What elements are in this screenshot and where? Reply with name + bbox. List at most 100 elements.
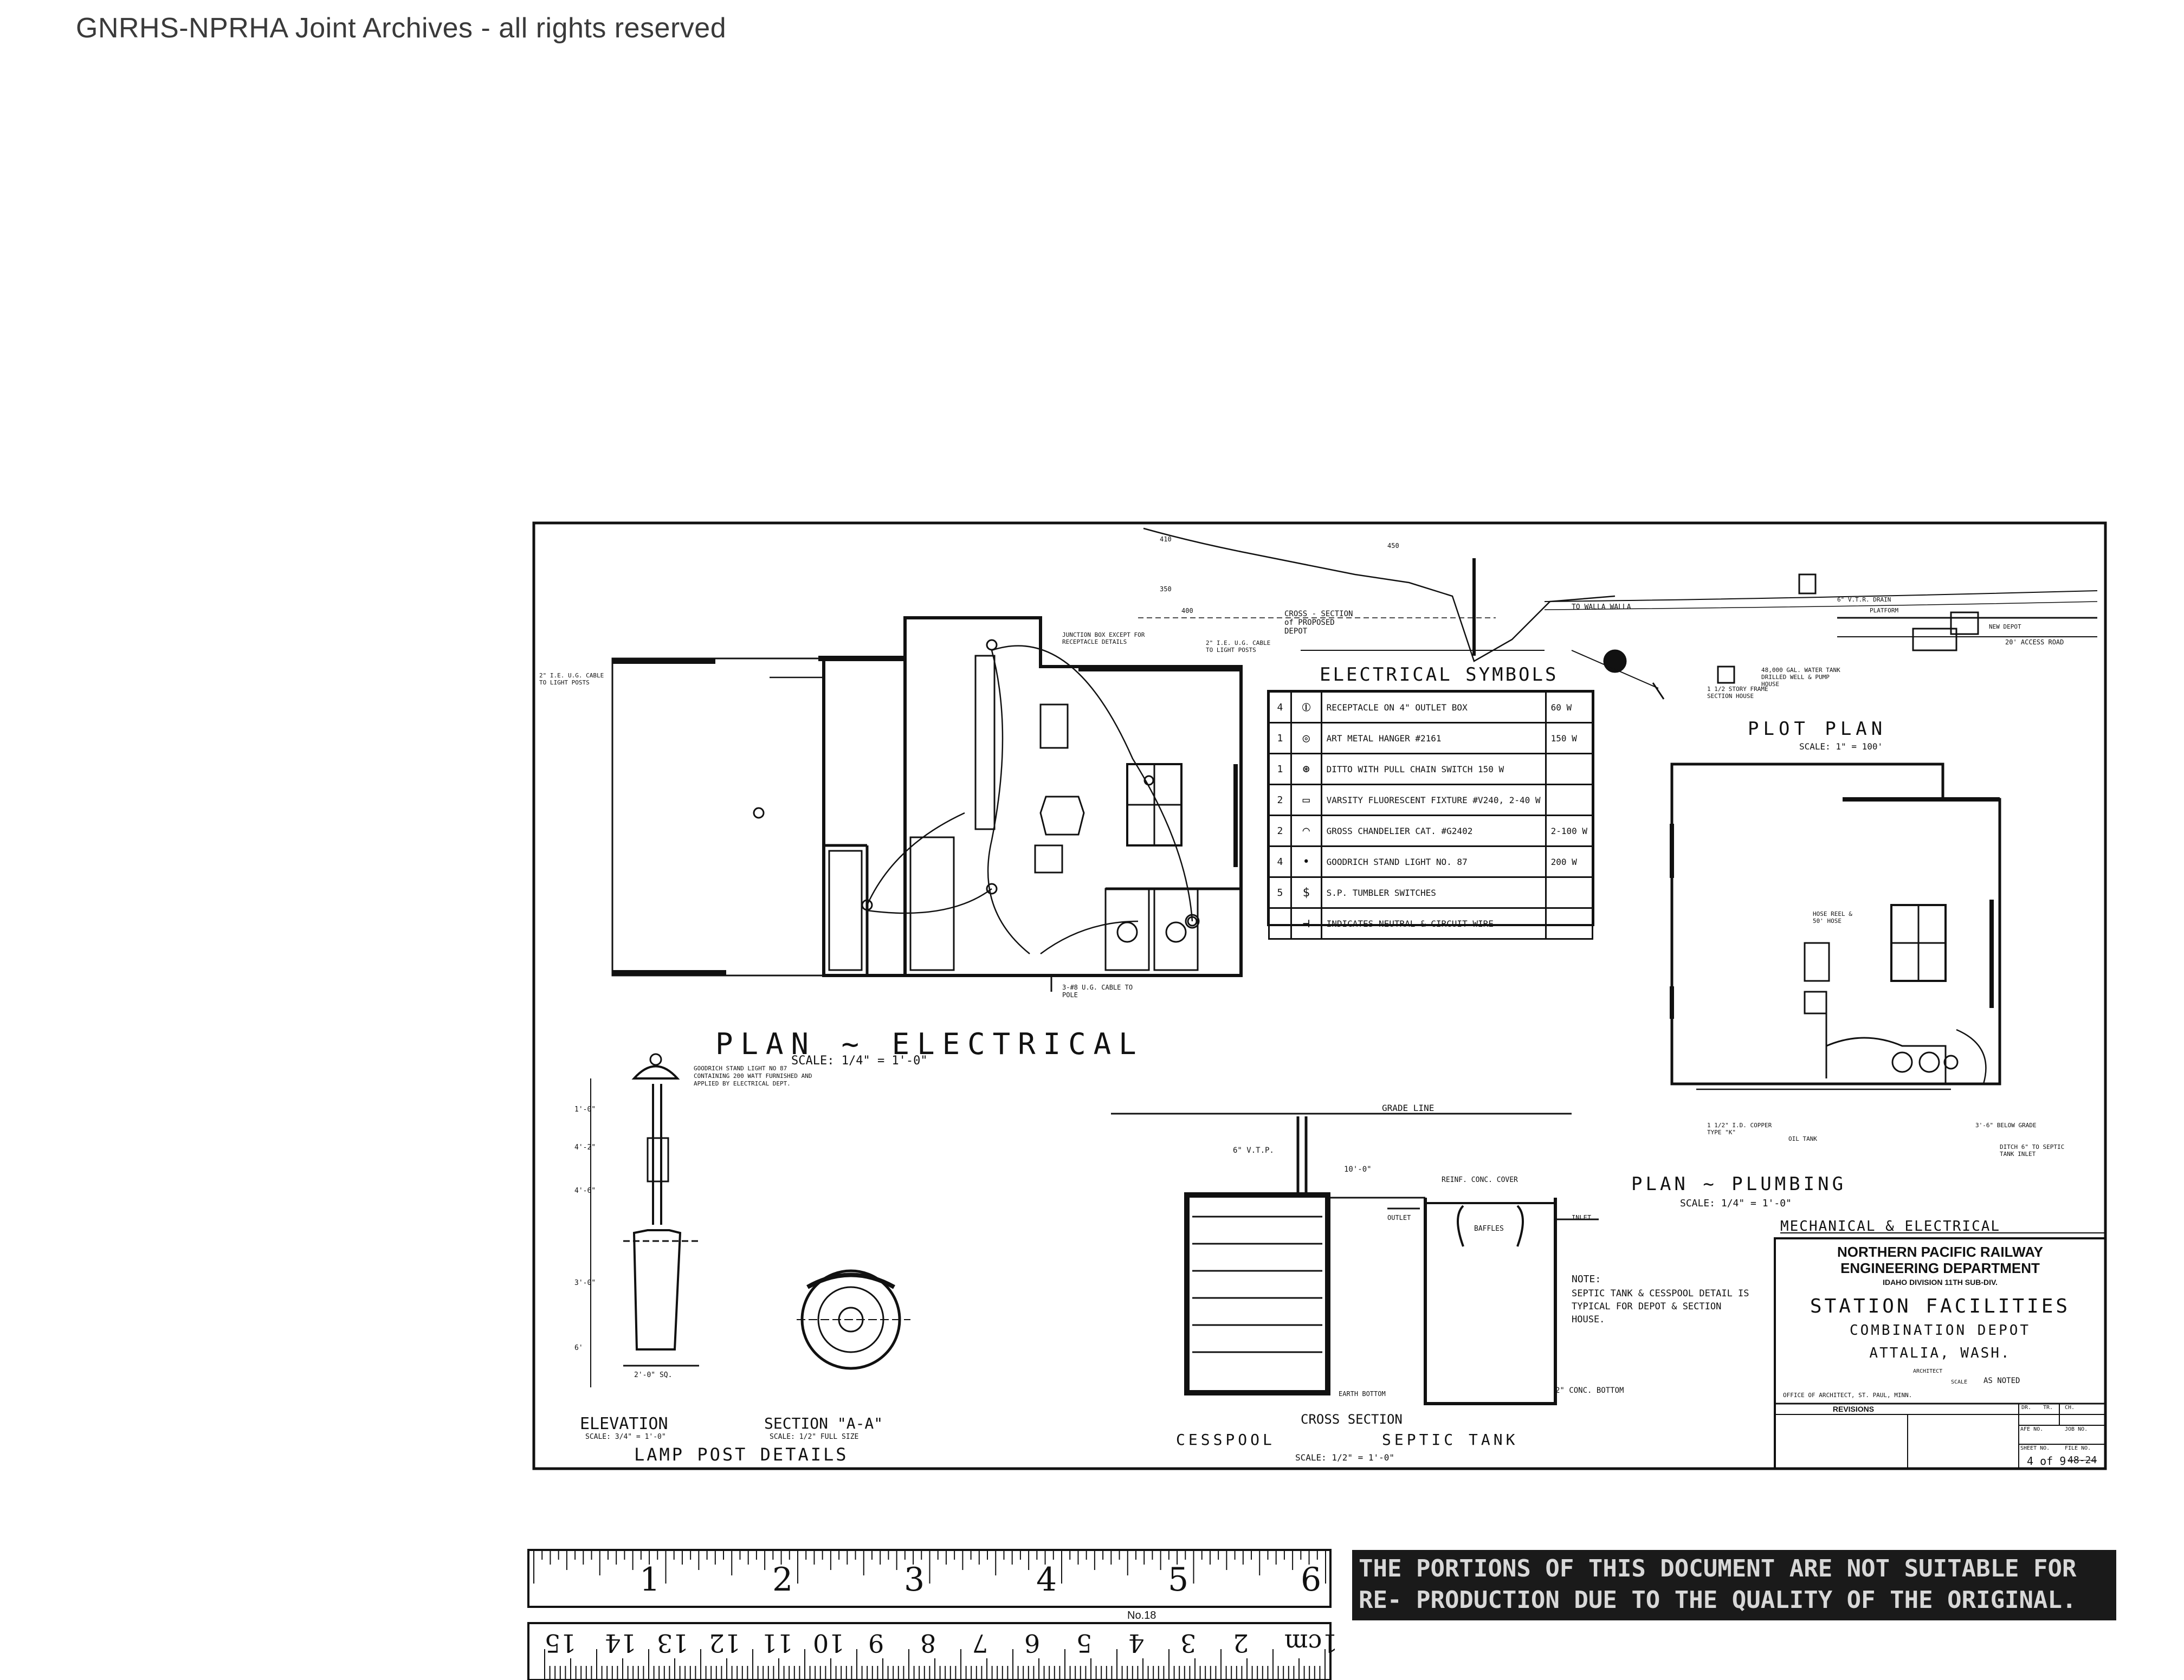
plot-plan-drawing — [1544, 573, 2098, 700]
ruler-cm-label: 10 — [813, 1629, 845, 1658]
lamp-note: GOODRICH STAND LIGHT NO 87 CONTAINING 20… — [694, 1065, 812, 1087]
ruler-inch-label: 3 — [904, 1561, 925, 1599]
mechanical-electrical-label: MECHANICAL & ELECTRICAL — [1780, 1218, 2001, 1235]
subject-title: COMBINATION DEPOT — [1849, 1322, 2031, 1339]
cross-section-title: CROSS SECTION — [1301, 1412, 1403, 1427]
reproduction-warning-banner: THE PORTIONS OF THIS DOCUMENT ARE NOT SU… — [1352, 1550, 2116, 1620]
ug-cable-pole-label: 3-#8 U.G. CABLE TO POLE — [1062, 984, 1133, 999]
division-name: IDAHO DIVISION 11TH SUB-DIV. — [1883, 1278, 1998, 1287]
ruler-cm-label: 9 — [868, 1629, 884, 1658]
ruler-cm-label: 4 — [1128, 1629, 1145, 1658]
sheet-border — [532, 521, 2107, 1470]
company-name: NORTHERN PACIFIC RAILWAY — [1837, 1244, 2043, 1260]
ruler-inch-label: 4 — [1036, 1561, 1057, 1599]
revisions-label: REVISIONS — [1832, 1405, 1875, 1413]
sheet-label: SHEET NO. — [2020, 1445, 2050, 1451]
afe-label: AFE NO. — [2020, 1426, 2044, 1432]
plot-plan-title: PLOT PLAN — [1748, 718, 1887, 740]
plan-plumbing-drawing — [1670, 763, 2001, 1090]
below-grade-label: 3'-6" BELOW GRADE — [1975, 1122, 2037, 1129]
note-label: NOTE: — [1572, 1274, 1601, 1285]
plan-electrical-drawing — [611, 616, 1243, 992]
elev-dim: 4'-2" — [574, 1143, 596, 1152]
ruler-cm-label: 6 — [1024, 1629, 1041, 1658]
septic-tank-drawing — [1387, 1198, 1599, 1405]
elevation-scale: SCALE: 3/4" = 1'-0" — [585, 1433, 666, 1441]
scale-value: AS NOTED — [1983, 1377, 2020, 1385]
plan-electrical-scale: SCALE: 1/4" = 1'-0" — [791, 1054, 928, 1068]
earth-bottom-label: EARTH BOTTOM — [1339, 1390, 1386, 1398]
job-label: JOB NO. — [2065, 1426, 2088, 1432]
hose-reel-label: HOSE REEL & 50' HOSE — [1813, 910, 1852, 925]
ug-cable-top-label: 2" I.E. U.G. CABLE TO LIGHT POSTS — [1206, 639, 1271, 654]
project-title: STATION FACILITIES — [1810, 1295, 2071, 1317]
elev-dim: 4'-6" — [574, 1187, 596, 1195]
reinf-cover-label: REINF. CONC. COVER — [1442, 1176, 1518, 1184]
ruler-brand: No.18 — [1127, 1610, 1156, 1621]
stand-light-symbol-icon: • — [1290, 845, 1322, 878]
elevation-title: ELEVATION — [580, 1414, 668, 1433]
sheet-number: 4 of 9 — [2027, 1455, 2066, 1468]
dimension-10ft: 10'-0" — [1344, 1165, 1372, 1174]
hanger-symbol-icon: ◎ — [1290, 722, 1322, 754]
pull-chain-symbol-icon: ⊛ — [1290, 753, 1322, 785]
ruler-cm-label: 7 — [972, 1629, 988, 1658]
switch-symbol-icon: $ — [1290, 876, 1322, 909]
platform-label: PLATFORM — [1870, 607, 1898, 614]
conc-bottom-label: 2" CONC. BOTTOM — [1555, 1386, 1624, 1395]
new-depot-label: NEW DEPOT — [1989, 623, 2021, 630]
lamp-post-elevation — [590, 1053, 699, 1387]
baffles-label: BAFFLES — [1474, 1225, 1504, 1233]
septic-tank-title: SEPTIC TANK — [1382, 1431, 1519, 1449]
neutral-wire-symbol-icon: ⊣ — [1290, 907, 1322, 940]
profile-elev-number: 350 — [1160, 585, 1172, 593]
lamp-post-details-title: LAMP POST DETAILS — [634, 1444, 849, 1465]
access-road-label: 20' ACCESS ROAD — [2005, 638, 2064, 646]
ruler-cm-label: 13 — [657, 1629, 689, 1658]
cesspool-title: CESSPOOL — [1176, 1431, 1275, 1449]
ruler-inch-label: 2 — [772, 1561, 793, 1599]
ruler-cm-label: 12 — [709, 1629, 741, 1658]
section-aa-title: SECTION "A-A" — [764, 1414, 883, 1432]
cesspool-drawing — [1111, 1113, 1572, 1395]
plan-plumbing-scale: SCALE: 1/4" = 1'-0" — [1680, 1198, 1792, 1209]
electrical-symbols-title: ELECTRICAL SYMBOLS — [1320, 664, 1559, 686]
section-house-label: 1 1/2 STORY FRAME SECTION HOUSE — [1707, 686, 1768, 700]
ruler-cm-label: 8 — [920, 1629, 936, 1658]
drilled-well-label: 48,000 GAL. WATER TANK DRILLED WELL & PU… — [1761, 667, 1840, 688]
inlet-label: INLET — [1572, 1214, 1592, 1222]
tr-label: TR. — [2043, 1405, 2053, 1411]
fluorescent-symbol-icon: ▭ — [1290, 784, 1322, 816]
ruler-cm-label: 1cm — [1284, 1629, 1338, 1658]
ruler-cm-label: 3 — [1180, 1629, 1197, 1658]
ruler-cm-label: 11 — [761, 1629, 793, 1658]
dr-label: DR. — [2021, 1405, 2032, 1411]
vtp-label: 6" V.T.P. — [1233, 1146, 1274, 1155]
title-block-frame — [1774, 1232, 2107, 1470]
junction-note: JUNCTION BOX EXCEPT FOR RECEPTACLE DETAI… — [1062, 631, 1145, 645]
copper-pipe-label: 1 1/2" I.D. COPPER TYPE "K" — [1707, 1122, 1772, 1136]
scale-label: SCALE — [1951, 1379, 1968, 1385]
vtr-drain-label: 6" V.T.R. DRAIN — [1837, 596, 1891, 603]
plan-electrical-title: PLAN ~ ELECTRICAL — [715, 1027, 1144, 1061]
file-number: 48-24 — [2067, 1455, 2097, 1466]
cross-section-profile — [1138, 527, 1616, 662]
grade-line-label: GRADE LINE — [1382, 1103, 1435, 1113]
ruler-inch-label: 6 — [1301, 1561, 1322, 1599]
plot-plan-scale: SCALE: 1" = 100' — [1799, 741, 1883, 752]
elev-dim: 2'-0" SQ. — [634, 1371, 673, 1379]
ruler-inch-label: 5 — [1168, 1561, 1189, 1599]
ruler-inch-label: 1 — [639, 1561, 661, 1599]
to-walla-walla-label: TO WALLA WALLA — [1572, 603, 1631, 611]
outlet-label: OUTLET — [1387, 1214, 1411, 1222]
oil-tank-label: OIL TANK — [1788, 1135, 1817, 1142]
office-label: OFFICE OF ARCHITECT, ST. PAUL, MINN. — [1783, 1392, 1912, 1399]
cross-section-depot-label: CROSS - SECTION of PROPOSED DEPOT — [1284, 610, 1353, 636]
profile-elev-number: 450 — [1387, 542, 1399, 550]
scale-ruler — [527, 1549, 1332, 1680]
elev-dim: 6' — [574, 1344, 583, 1352]
